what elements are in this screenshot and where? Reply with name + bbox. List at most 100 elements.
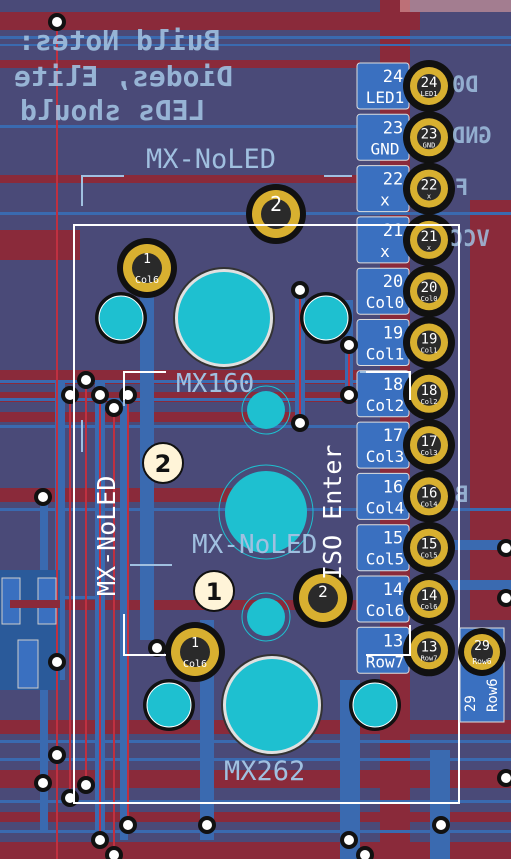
- header-pin-netname: Col1: [366, 345, 405, 364]
- switch-pads: [117, 184, 353, 682]
- footprint-label: MX-NoLED: [146, 144, 276, 175]
- marker-1: 1: [206, 578, 223, 606]
- header-pin-netname: Col4: [366, 498, 405, 517]
- header-pin-number: 21: [383, 221, 403, 241]
- header-pin-netname: Row7: [366, 652, 405, 671]
- courtyard-outline: [73, 224, 460, 804]
- header-pin-number: 18: [383, 375, 403, 395]
- mirrored-pin-labels: D0 GND F VCC B: [450, 73, 492, 508]
- pad-netname: Col6: [183, 659, 207, 670]
- side-pin-number-label: 29: [463, 695, 479, 712]
- via: [356, 846, 374, 859]
- side-pin-number: 29: [474, 639, 490, 654]
- build-notes: Build Notes: Diodes, Elite LEDs should: [14, 24, 233, 127]
- silk-brackets: [123, 371, 411, 656]
- via: [119, 386, 137, 404]
- thin-traces: [56, 22, 350, 859]
- header-pin-netname: Col3: [366, 447, 405, 466]
- switch-cutouts: [95, 267, 401, 756]
- side-pin-name-label: Row6: [485, 678, 501, 712]
- header-pin-number: 14: [383, 580, 403, 600]
- via: [497, 589, 511, 607]
- header-pin-netname: GND: [371, 139, 400, 158]
- pad-pin-number: 16: [421, 485, 438, 501]
- pad-number: 2: [270, 192, 282, 216]
- mirrored-label: F: [455, 176, 468, 201]
- header-pin-netname: Col0: [366, 293, 405, 312]
- header-pin-netname: Col6: [366, 601, 405, 620]
- mirrored-label: D0: [452, 73, 479, 98]
- header-pin-number: 23: [383, 118, 403, 138]
- footprint-label: MX160: [176, 369, 254, 399]
- pad-pin-number: 23: [421, 126, 438, 142]
- side-component: [1, 577, 60, 689]
- footprint-silk-label: ISO Enter: [318, 445, 347, 580]
- via: [77, 371, 95, 389]
- note-line: Build Notes:: [18, 24, 220, 57]
- via: [34, 774, 52, 792]
- header-pin-number: 15: [383, 529, 403, 549]
- pad-pin-netname: Row7: [421, 654, 438, 662]
- header-pin-number: 19: [383, 324, 403, 344]
- pad-pin-netname: Col3: [421, 449, 438, 457]
- note-line: Diodes, Elite: [14, 60, 233, 93]
- pad-pin-netname: Col2: [421, 398, 438, 406]
- via: [91, 386, 109, 404]
- via: [497, 539, 511, 557]
- pad-number: 1: [191, 636, 199, 651]
- via: [61, 386, 79, 404]
- via: [340, 386, 358, 404]
- side-pin: 29 Row6 29 Row6: [458, 627, 506, 723]
- mirrored-label: GND: [452, 124, 492, 149]
- pad-pin-number: 14: [421, 588, 438, 604]
- pad-pin-number: 22: [421, 178, 438, 194]
- pad-pin-number: 19: [421, 332, 438, 348]
- footprint-silk-label: MX-NoLED: [92, 476, 121, 596]
- header-pin-number: 17: [383, 426, 403, 446]
- header-pin-number: 20: [383, 272, 403, 292]
- via: [432, 816, 450, 834]
- via: [198, 816, 216, 834]
- header-pin-netname: Col5: [366, 550, 405, 569]
- header-pin-number: 24: [383, 67, 403, 87]
- via: [497, 769, 511, 787]
- pad-number: 2: [318, 582, 328, 601]
- via: [119, 816, 137, 834]
- silk-labels: MX-NoLED ISO Enter: [92, 445, 347, 596]
- pad-pin-netname: x: [427, 244, 431, 252]
- pad-pin-netname: Col6: [421, 603, 438, 611]
- via: [61, 789, 79, 807]
- via: [91, 831, 109, 849]
- via: [48, 746, 66, 764]
- pad-pin-number: 13: [421, 639, 438, 655]
- pad-labels: 1 Col6 2 1 Col6 2: [135, 192, 328, 670]
- pad-pin-netname: x: [427, 193, 431, 201]
- via: [291, 281, 309, 299]
- via: [291, 414, 309, 432]
- via: [77, 776, 95, 794]
- pad-pin-netname: Col5: [421, 552, 438, 560]
- via: [340, 831, 358, 849]
- pad-pin-number: 21: [421, 229, 438, 245]
- via: [48, 13, 66, 31]
- header-pin-number: 16: [383, 477, 403, 497]
- header-pin-netname: x: [380, 191, 390, 210]
- pad-number: 1: [143, 252, 151, 267]
- pad-pin-number: 17: [421, 434, 438, 450]
- footprint-label: MX262: [224, 756, 305, 787]
- pad-pin-number: 20: [421, 280, 438, 296]
- side-pin-netname: Row6: [472, 657, 491, 666]
